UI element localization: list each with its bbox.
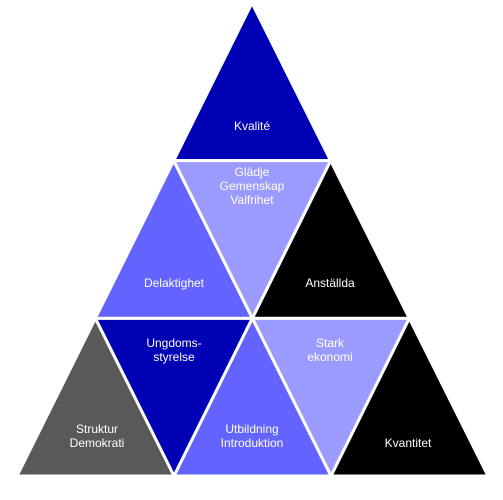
triangle-utbildning bbox=[171, 314, 334, 478]
triangle-label-line: Introduktion bbox=[221, 436, 284, 450]
triangle-label-ungdomsstyrelse: Ungdoms-styrelse bbox=[146, 336, 201, 364]
triangle-label-line: Anställda bbox=[305, 276, 355, 290]
triangle-label-line: Delaktighet bbox=[144, 276, 205, 290]
triangle-label-line: Gemenskap bbox=[220, 179, 285, 193]
triangle-label-line: Stark bbox=[316, 336, 345, 350]
triangle-kvalite bbox=[171, 0, 334, 163]
triangle-label-line: ekonomi bbox=[307, 350, 352, 364]
triangle-struktur bbox=[14, 314, 177, 478]
triangle-label-line: Struktur bbox=[76, 422, 118, 436]
triangle-label-line: Glädje bbox=[235, 165, 270, 179]
triangle-label-line: Ungdoms- bbox=[146, 336, 201, 350]
triangle-label-line: Kvalité bbox=[234, 119, 270, 133]
triangle-label-line: Kvantitet bbox=[385, 436, 432, 450]
triangle-label-kvalite: Kvalité bbox=[234, 119, 270, 133]
triangle-label-anstallda: Anställda bbox=[305, 276, 355, 290]
triangle-label-line: Demokrati bbox=[70, 436, 125, 450]
triangle-label-delaktighet: Delaktighet bbox=[144, 276, 205, 290]
triangle-label-line: Valfrihet bbox=[230, 193, 274, 207]
triangle-label-line: styrelse bbox=[153, 350, 195, 364]
triangle-kvantitet bbox=[328, 314, 491, 478]
triangle-label-line: Utbildning bbox=[225, 422, 278, 436]
triangle-label-kvantitet: Kvantitet bbox=[385, 436, 432, 450]
